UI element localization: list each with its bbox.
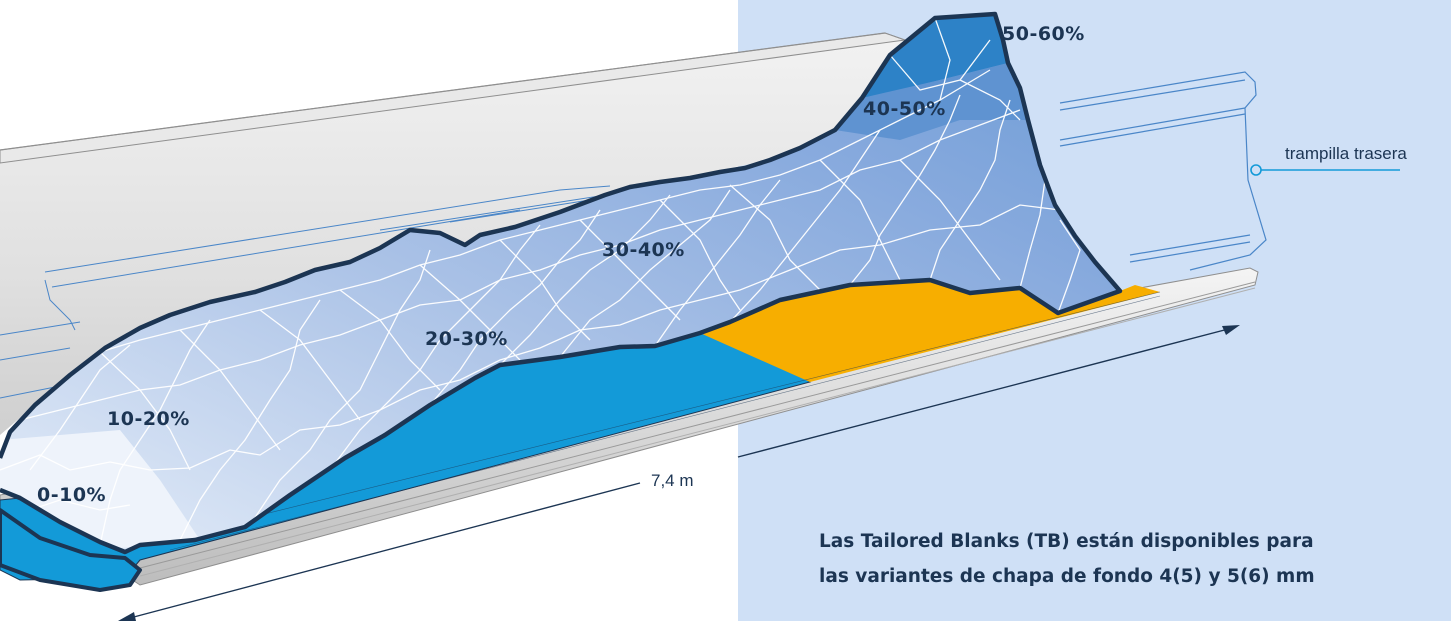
caption: Las Tailored Blanks (TB) están disponibl… [819,524,1451,594]
zone-label-40-50: 40-50% [863,98,946,120]
zone-label-50-60: 50-60% [1002,23,1085,45]
trailer-floor [0,267,1259,592]
arrow-head-right [1222,325,1240,335]
zone-label-0-10: 0-10% [37,484,106,506]
caption-line-1: Las Tailored Blanks (TB) están disponibl… [819,531,1314,552]
callout-label: trampilla trasera [1285,144,1407,163]
callout-dot [1250,164,1262,176]
length-label: 7,4 m [651,471,694,490]
arrow-head-left [118,612,136,621]
rear-hatch-callout: trampilla trasera [1250,144,1407,176]
zone-label-20-30: 20-30% [425,328,508,350]
side-wall [0,32,906,435]
zone-label-30-40: 30-40% [602,239,685,261]
length-dimension: 7,4 m [118,325,1240,621]
rear-hatch-outline [1059,71,1267,271]
zone-label-10-20: 10-20% [107,408,190,430]
caption-line-2: las variantes de chapa de fondo 4(5) y 5… [819,566,1315,587]
